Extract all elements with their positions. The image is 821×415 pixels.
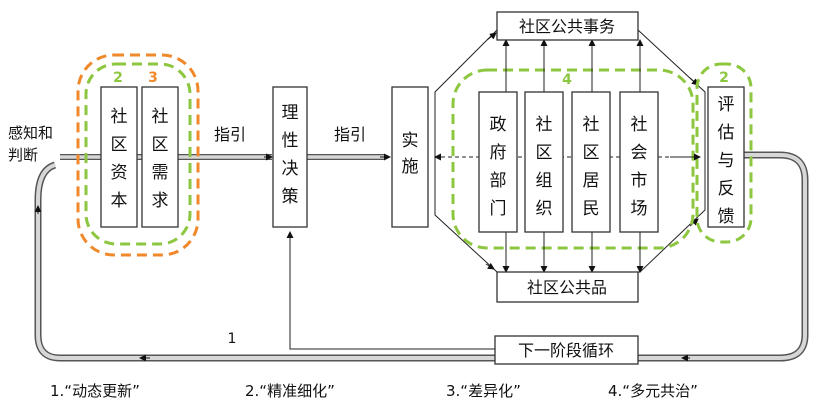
- guide-label-1: 指引: [214, 125, 246, 144]
- feedback-arrow: [286, 231, 495, 350]
- demand-char-2: 区: [152, 135, 169, 155]
- evaluate-char-5: 馈: [718, 207, 735, 227]
- decision-char-4: 策: [282, 187, 299, 207]
- perception-label-line2: 判断: [8, 146, 38, 164]
- box-gov: [478, 91, 518, 233]
- marker-green-4: 4: [562, 72, 572, 88]
- feature-3: 3.“差异化”: [446, 382, 521, 400]
- marker-orange-3: 3: [148, 70, 158, 86]
- guide-label-2: 指引: [334, 125, 366, 144]
- demand-char-3: 需: [152, 163, 169, 183]
- resident-char-1: 社: [583, 115, 600, 135]
- box-next-stage: [494, 335, 639, 365]
- box-org: [524, 91, 564, 233]
- actor-connectors: [502, 39, 644, 273]
- gov-char-4: 门: [490, 199, 507, 219]
- outer-loop: [34, 151, 809, 362]
- org-char-2: 区: [536, 143, 553, 163]
- resident-char-2: 区: [583, 143, 600, 163]
- marker-loop-1: 1: [228, 331, 237, 347]
- resident-char-3: 居: [583, 171, 600, 191]
- orange-dashed-boundary: [76, 53, 200, 257]
- feature-2: 2.“精准细化”: [245, 382, 335, 400]
- market-char-4: 场: [631, 199, 648, 219]
- org-char-3: 组: [536, 171, 553, 191]
- gov-char-1: 政: [490, 115, 507, 135]
- decision-char-2: 性: [282, 131, 299, 151]
- resident-char-4: 民: [583, 199, 600, 219]
- implement-char-1: 实: [402, 131, 419, 151]
- green-dashed-boundary-right: [695, 62, 753, 244]
- box-implement: [391, 86, 429, 228]
- marker-green-2-right: 2: [719, 70, 729, 86]
- gov-char-2: 府: [490, 143, 507, 163]
- box-resident: [571, 91, 611, 233]
- market-char-3: 市: [631, 171, 648, 191]
- box-capital: [100, 86, 138, 228]
- capital-char-4: 本: [111, 191, 128, 211]
- decision-char-3: 决: [282, 159, 299, 179]
- evaluate-char-4: 反: [718, 179, 735, 199]
- perception-label-line1: 感知和: [8, 124, 53, 142]
- box-public-goods: [496, 271, 639, 303]
- evaluate-char-2: 估: [718, 123, 735, 143]
- evaluate-char-3: 与: [718, 151, 735, 171]
- marker-green-2-left: 2: [113, 70, 123, 86]
- decision-char-1: 理: [282, 103, 299, 123]
- box-market: [619, 91, 659, 233]
- org-char-4: 织: [536, 199, 553, 219]
- box-decision: [272, 86, 308, 228]
- box-demand: [141, 86, 179, 228]
- implement-char-2: 施: [402, 157, 419, 177]
- public-affairs-label: 社区公共事务: [519, 17, 615, 36]
- feature-1: 1.“动态更新”: [50, 382, 140, 400]
- green-dashed-boundary-left: [84, 62, 192, 246]
- feature-4: 4.“多元共治”: [608, 382, 698, 400]
- evaluate-char-1: 评: [718, 95, 735, 115]
- demand-char-4: 求: [152, 191, 169, 211]
- box-public-affairs: [496, 11, 639, 41]
- market-char-2: 会: [631, 143, 648, 163]
- capital-char-2: 区: [111, 135, 128, 155]
- org-char-1: 社: [536, 115, 553, 135]
- next-stage-label: 下一阶段循环: [518, 341, 614, 360]
- capital-char-1: 社: [111, 107, 128, 127]
- market-char-1: 社: [631, 115, 648, 135]
- actor-octagon: [434, 29, 706, 273]
- public-goods-label: 社区公共品: [527, 278, 607, 297]
- demand-char-1: 社: [152, 107, 169, 127]
- capital-char-3: 资: [111, 163, 128, 183]
- gov-char-3: 部: [490, 171, 507, 191]
- green-dashed-boundary-actors: [451, 68, 695, 250]
- box-evaluate: [707, 86, 745, 228]
